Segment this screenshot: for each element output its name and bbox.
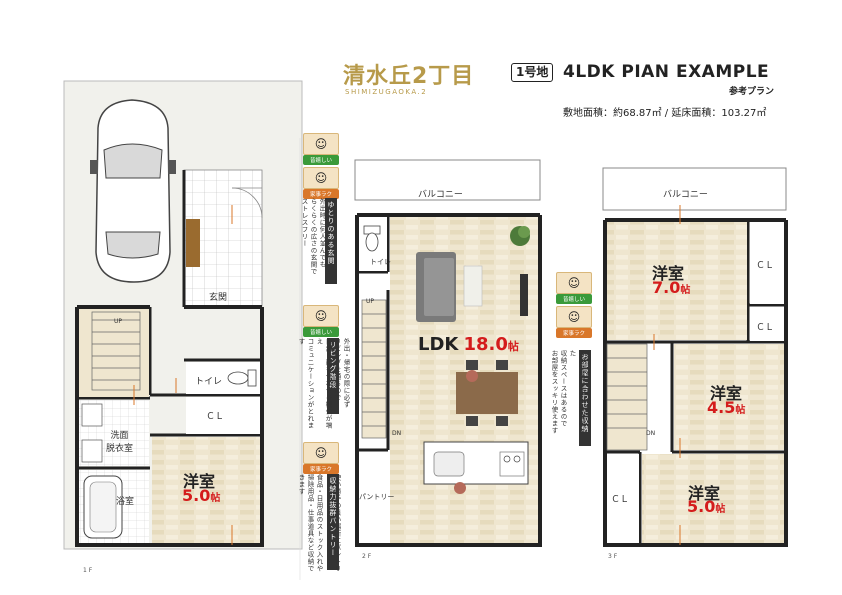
badge-easy-3: 家事ラク [303,464,339,474]
room2-size-value: 4.5 [707,398,736,417]
callout-living-stair-text: 外出・帰宅の際に必ず リビングを通るので 自然と顔を合わせる機会が増え コミュニ… [297,338,350,429]
callout-storage: ☺ 皆嬉しい ☺ 家事ラク [556,272,592,338]
plan-subtitle: 参考プラン [729,87,775,97]
room1-unit: 帖 [680,285,691,296]
stair-dn-label-2f: DN [392,430,402,437]
closet3-label-3f: ＣＬ [611,495,630,505]
bedroom-unit-1f: 帖 [210,493,221,504]
housework-icon-4: ☺ [556,306,592,328]
room2-name-3f: 洋室 [710,384,743,403]
room1-size-3f: 7.0帖 [652,278,690,297]
callout-storage-title: お部屋に合わせた収納 [579,350,591,446]
stair-up-label-1f: UP [114,318,123,325]
stair-dn-label-3f: DN [646,430,656,437]
room3-unit: 帖 [715,504,726,515]
callout-entrance: ☺ 皆嬉しい ☺ 家事ラク [303,133,339,199]
ldk-size: 18.0 [463,334,508,355]
bath-label: 浴室 [116,497,135,507]
badge-happy: 皆嬉しい [303,155,339,165]
toilet-label-1f: トイレ [195,377,223,387]
room3-name-3f: 洋室 [688,484,721,503]
callout-storage-text: 各お部屋の大きさに合わせた 収納スペースはあるので お部屋をスッキリ使えます [550,350,585,434]
lot-badge: 1号地 [511,63,554,82]
stair-up-label-2f: UP [366,298,375,305]
toilet-label-2f: トイレ [370,258,391,266]
bedroom-size-value-1f: 5.0 [182,486,211,505]
closet-label-1f: ＣＬ [206,412,225,422]
pantry-label: パントリー [359,493,395,501]
callout-living-stair: ☺ 皆嬉しい [303,305,339,337]
room3-size-3f: 5.0帖 [687,497,725,516]
family-icon-2: ☺ [303,305,339,327]
room1-size-value: 7.0 [652,278,681,297]
floor-3-label: 3 F [608,553,618,560]
closet2-label-3f: ＣＬ [756,323,775,333]
ldk-label: LDK 18.0帖 [418,334,519,355]
ldk-name: LDK [418,334,459,355]
room3-size-value: 5.0 [687,497,716,516]
entrance-label: 玄関 [209,293,228,303]
project-title: 清水丘2丁目 [343,64,475,89]
balcony-label-3f: バルコニー [663,190,708,200]
housework-icon: ☺ [303,167,339,189]
room2-size-3f: 4.5帖 [707,398,745,417]
area-info: 敷地面積：約68.87㎡ / 延床面積：103.27㎡ [563,108,767,119]
badge-easy: 家事ラク [303,189,339,199]
badge-easy-4: 家事ラク [556,328,592,338]
balcony-label-2f: バルコニー [418,190,463,200]
floor-2-label: 2 F [362,553,372,560]
callout-pantry-title: 収納力抜群パントリー [327,474,339,570]
callout-entrance-title: ゆとりのある玄関 [325,198,337,284]
family-icon: ☺ [303,133,339,155]
plan-title: 4LDK PIAN EXAMPLE [563,62,770,82]
badge-happy-2: 皆嬉しい [303,327,339,337]
callout-pantry: ☺ 家事ラク [303,442,339,474]
family-icon-4: ☺ [556,272,592,294]
washroom-label: 洗面 脱衣室 [106,431,134,454]
car-icon [90,99,176,283]
badge-happy-4: 皆嬉しい [556,294,592,304]
room1-name-3f: 洋室 [652,264,685,283]
bedroom-size-1f: 5.0帖 [182,486,220,505]
housework-icon-3: ☺ [303,442,339,464]
bedroom-name-1f: 洋室 [183,472,216,491]
project-title-en: SHIMIZUGAOKA.2 [345,88,428,96]
callout-entrance-text: 外出時に何人並んでも らくらくの広さの玄関で ストレスフリー [300,198,326,275]
callout-pantry-text: 使い勝手の良い場所にパントリー 食品・日用品のストック入れや 掃除用品・仕事道具… [297,474,341,572]
floor-1-label: 1 F [83,567,93,574]
callout-living-stair-title: リビング階段 [327,338,339,414]
closet1-label-3f: ＣＬ [756,261,775,271]
room2-unit: 帖 [735,405,746,416]
ldk-unit: 帖 [507,340,519,353]
